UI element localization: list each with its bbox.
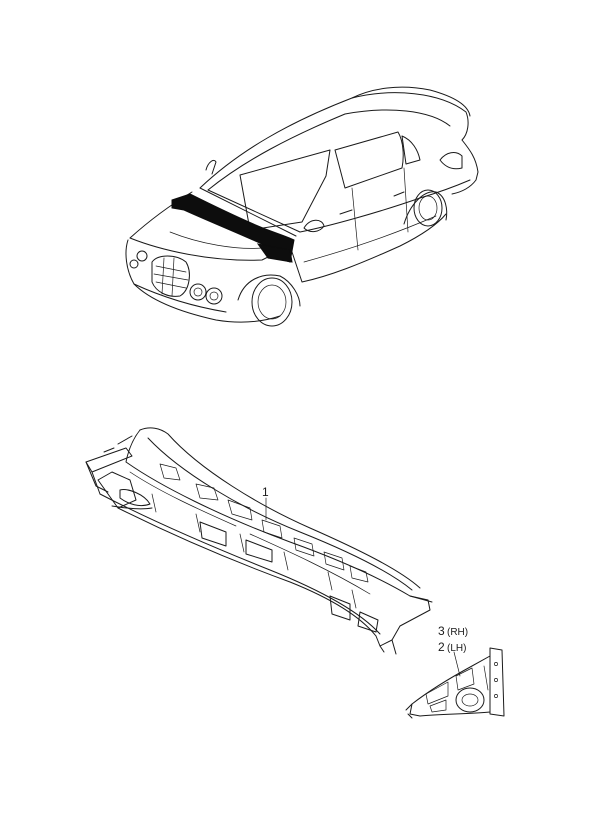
cowl-panel-assembly <box>85 427 433 655</box>
cowl-side-bracket <box>405 647 505 719</box>
car-overview-illustration <box>125 86 479 327</box>
callout-3-side: (RH) <box>447 627 468 638</box>
callout-3-number: 3 <box>438 624 445 638</box>
callout-1-number: 1 <box>262 485 269 499</box>
callout-2-side: (LH) <box>447 643 466 654</box>
callout-leader-2-3 <box>453 651 461 677</box>
callout-2-number: 2 <box>438 640 445 654</box>
